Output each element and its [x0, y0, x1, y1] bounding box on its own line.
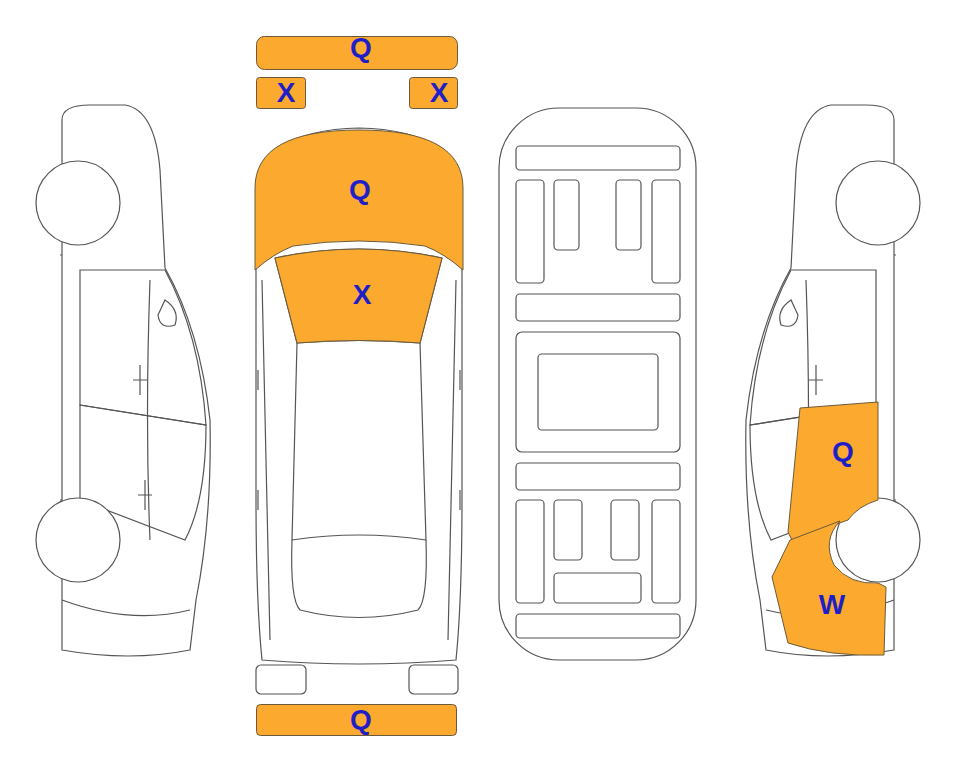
panel-fill	[772, 521, 886, 655]
car-outline	[554, 180, 579, 250]
panel-fill	[410, 78, 458, 109]
damage-code: Q	[350, 706, 372, 734]
car-outline	[516, 146, 680, 170]
damage-panel: Q	[256, 704, 457, 736]
car-outline	[611, 500, 639, 560]
car-outline	[36, 161, 120, 245]
panel-fill	[257, 78, 306, 109]
car-outline	[36, 105, 920, 694]
car-outline	[652, 500, 680, 603]
car-outline	[652, 180, 680, 283]
panel-fill	[275, 249, 442, 343]
car-outline	[292, 343, 426, 540]
panel-fill	[257, 705, 457, 736]
car-outline	[292, 540, 427, 618]
car-outline	[80, 270, 206, 425]
car-outline	[256, 665, 306, 694]
damage-code: X	[430, 79, 449, 107]
panel-shape	[770, 515, 888, 663]
car-outline	[256, 128, 462, 664]
side-view	[36, 105, 210, 656]
car-outline	[516, 180, 544, 283]
car-outline	[554, 573, 641, 603]
damage-panel: X	[272, 243, 446, 345]
car-outline	[538, 354, 658, 430]
car-outline	[554, 500, 582, 560]
damage-panel: Q	[788, 402, 880, 542]
car-outline	[275, 249, 442, 343]
damage-code: Q	[832, 438, 854, 466]
panel-shape	[788, 402, 880, 542]
car-outline	[133, 365, 152, 510]
car-outline	[516, 614, 680, 638]
damage-panel: W	[770, 515, 888, 663]
car-outline	[409, 665, 458, 694]
underside-view	[499, 108, 696, 660]
car-outline	[148, 280, 151, 540]
damage-code: Q	[350, 34, 372, 62]
damage-code: X	[277, 79, 296, 107]
car-outline	[516, 463, 680, 490]
damage-panel: X	[409, 77, 458, 109]
top-view	[256, 128, 462, 694]
damage-code: X	[353, 281, 372, 309]
car-outline	[499, 108, 696, 660]
car-outline	[516, 500, 544, 603]
car-outline	[516, 294, 680, 321]
car-outline	[516, 332, 680, 452]
car-outline	[60, 255, 62, 500]
damage-code: Q	[349, 176, 371, 204]
car-outline	[36, 498, 120, 582]
car-outline	[616, 180, 641, 250]
damage-code: W	[819, 591, 845, 619]
car-outline	[158, 300, 176, 326]
car-outline	[258, 370, 460, 510]
car-outline	[62, 600, 190, 616]
car-outline	[746, 105, 920, 656]
panel-fill	[788, 402, 878, 540]
damage-panel: Q	[256, 36, 458, 70]
damage-panel: X	[256, 77, 306, 109]
